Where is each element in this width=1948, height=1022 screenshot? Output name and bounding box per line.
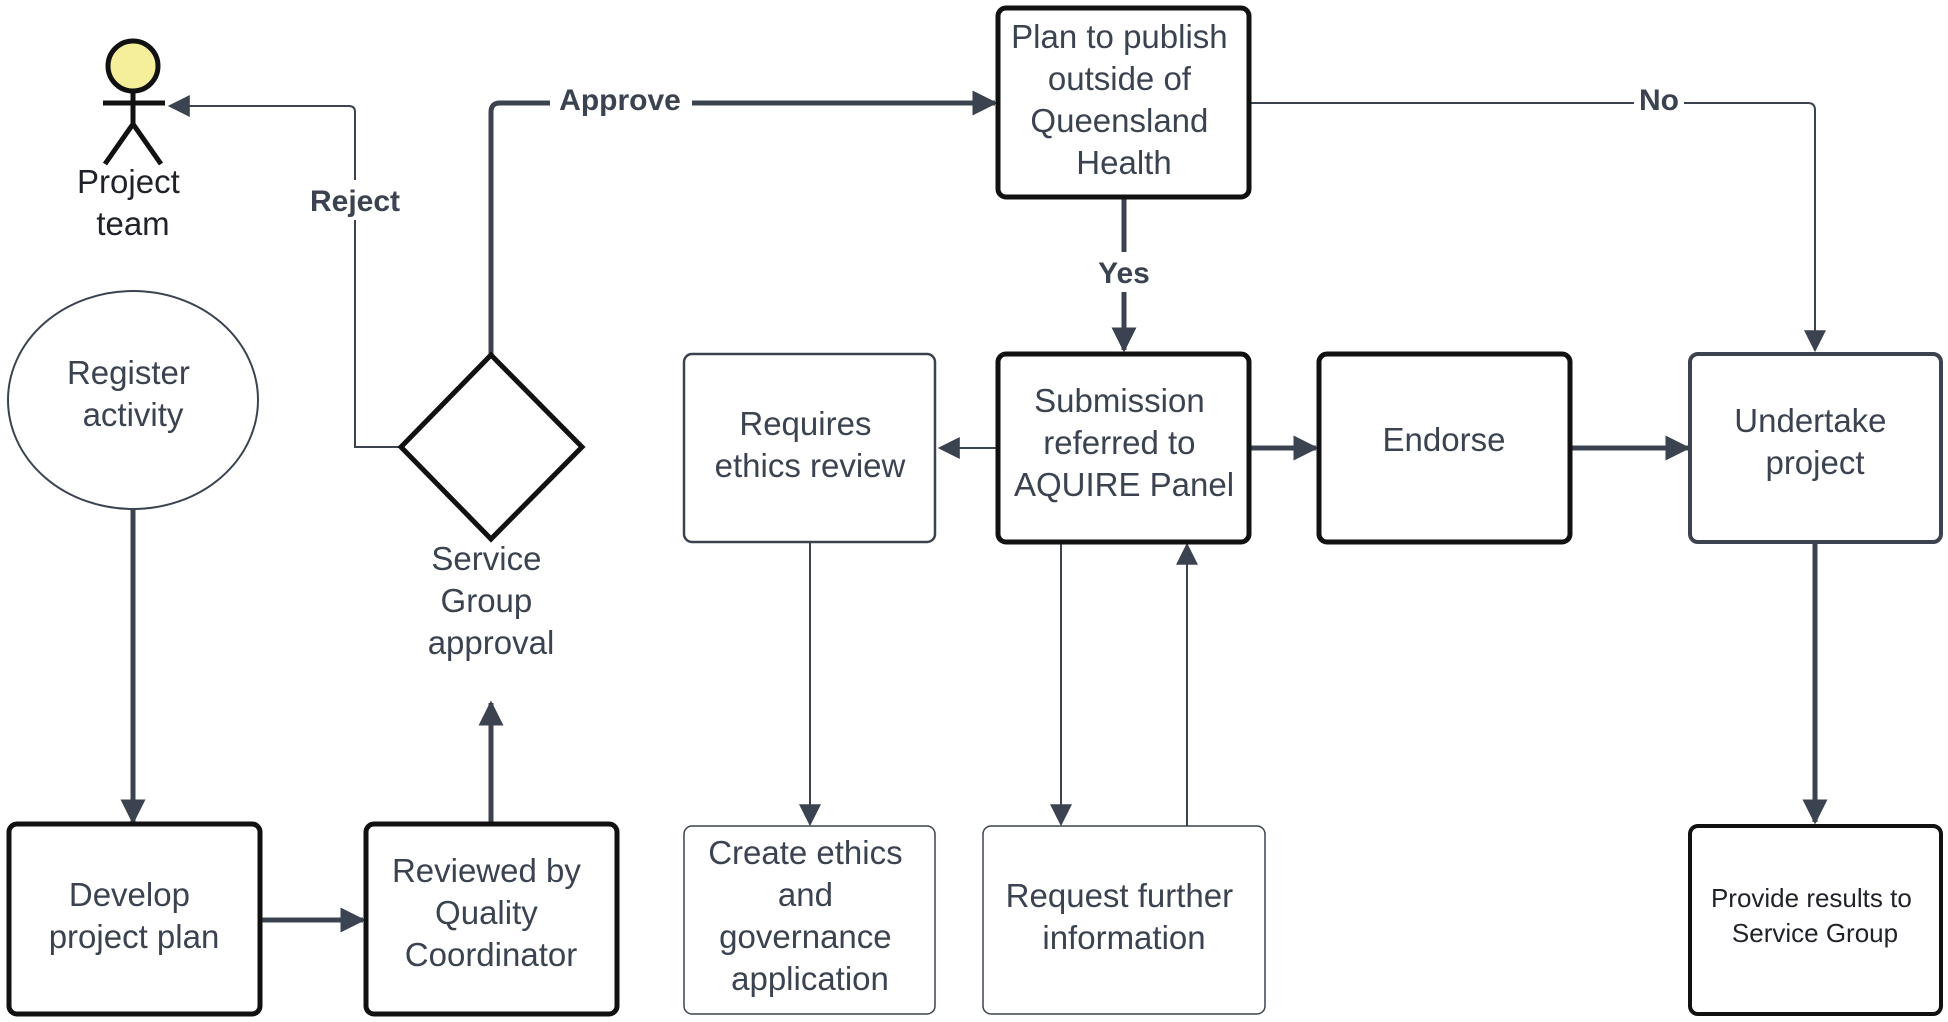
yes-label: Yes	[1098, 257, 1150, 290]
svg-text:Create ethics and: Create ethics and governance application	[708, 834, 912, 997]
node-request-further-information: Request further information	[982, 825, 1266, 1015]
edge-labels: Approve Reject Yes No	[296, 80, 1684, 292]
svg-text:Submission referred to: Submission referred to AQUIRE Panel	[1014, 382, 1234, 503]
edge-approve-to-plan-publish	[488, 90, 998, 355]
node-create-ethics-application: Create ethics and governance application	[683, 825, 936, 1015]
project-team-actor: Project team	[77, 38, 189, 242]
edge-no-to-undertake	[1249, 102, 1826, 353]
svg-text:Reviewed by Quality: Reviewed by Quality Coordinator	[392, 852, 590, 973]
node-endorse: Endorse	[1316, 351, 1573, 545]
svg-text:Undertake project: Undertake project	[1734, 402, 1895, 481]
node-plan-to-publish: Plan to publish outside of Queensland He…	[995, 5, 1252, 200]
svg-text:Provide results to Servi: Provide results to Service Group	[1711, 883, 1919, 948]
stick-figure-icon	[102, 38, 165, 166]
node-reviewed-by-quality-coordinator: Reviewed by Quality Coordinator	[363, 821, 620, 1017]
svg-text:Register activity: Register activity	[67, 354, 199, 433]
node-provide-results: Provide results to Service Group	[1688, 824, 1943, 1016]
svg-text:Endorse: Endorse	[1383, 421, 1506, 458]
node-develop-project-plan: Develop project plan	[6, 821, 263, 1017]
svg-text:Service Group appr: Service Group approval	[428, 540, 555, 661]
svg-text:Request further informat: Request further information	[1006, 877, 1243, 956]
node-requires-ethics-review: Requires ethics review	[682, 352, 937, 544]
node-register-activity: Register activity	[7, 290, 259, 510]
approve-label: Approve	[559, 84, 681, 117]
svg-text:Plan to publish outside: Plan to publish outside of Queensland He…	[1011, 18, 1237, 181]
svg-text:Develop project plan: Develop project plan	[49, 876, 220, 955]
node-service-group-approval: Service Group approval	[397, 351, 586, 661]
no-label: No	[1639, 84, 1679, 117]
node-submission-aquire-panel: Submission referred to AQUIRE Panel	[995, 351, 1252, 545]
project-team-label: Project team	[77, 163, 189, 242]
edge-reject-to-project-team	[167, 95, 402, 448]
reject-label: Reject	[310, 185, 400, 218]
node-undertake-project: Undertake project	[1688, 352, 1943, 544]
svg-text:Requires ethics review: Requires ethics review	[715, 405, 906, 484]
